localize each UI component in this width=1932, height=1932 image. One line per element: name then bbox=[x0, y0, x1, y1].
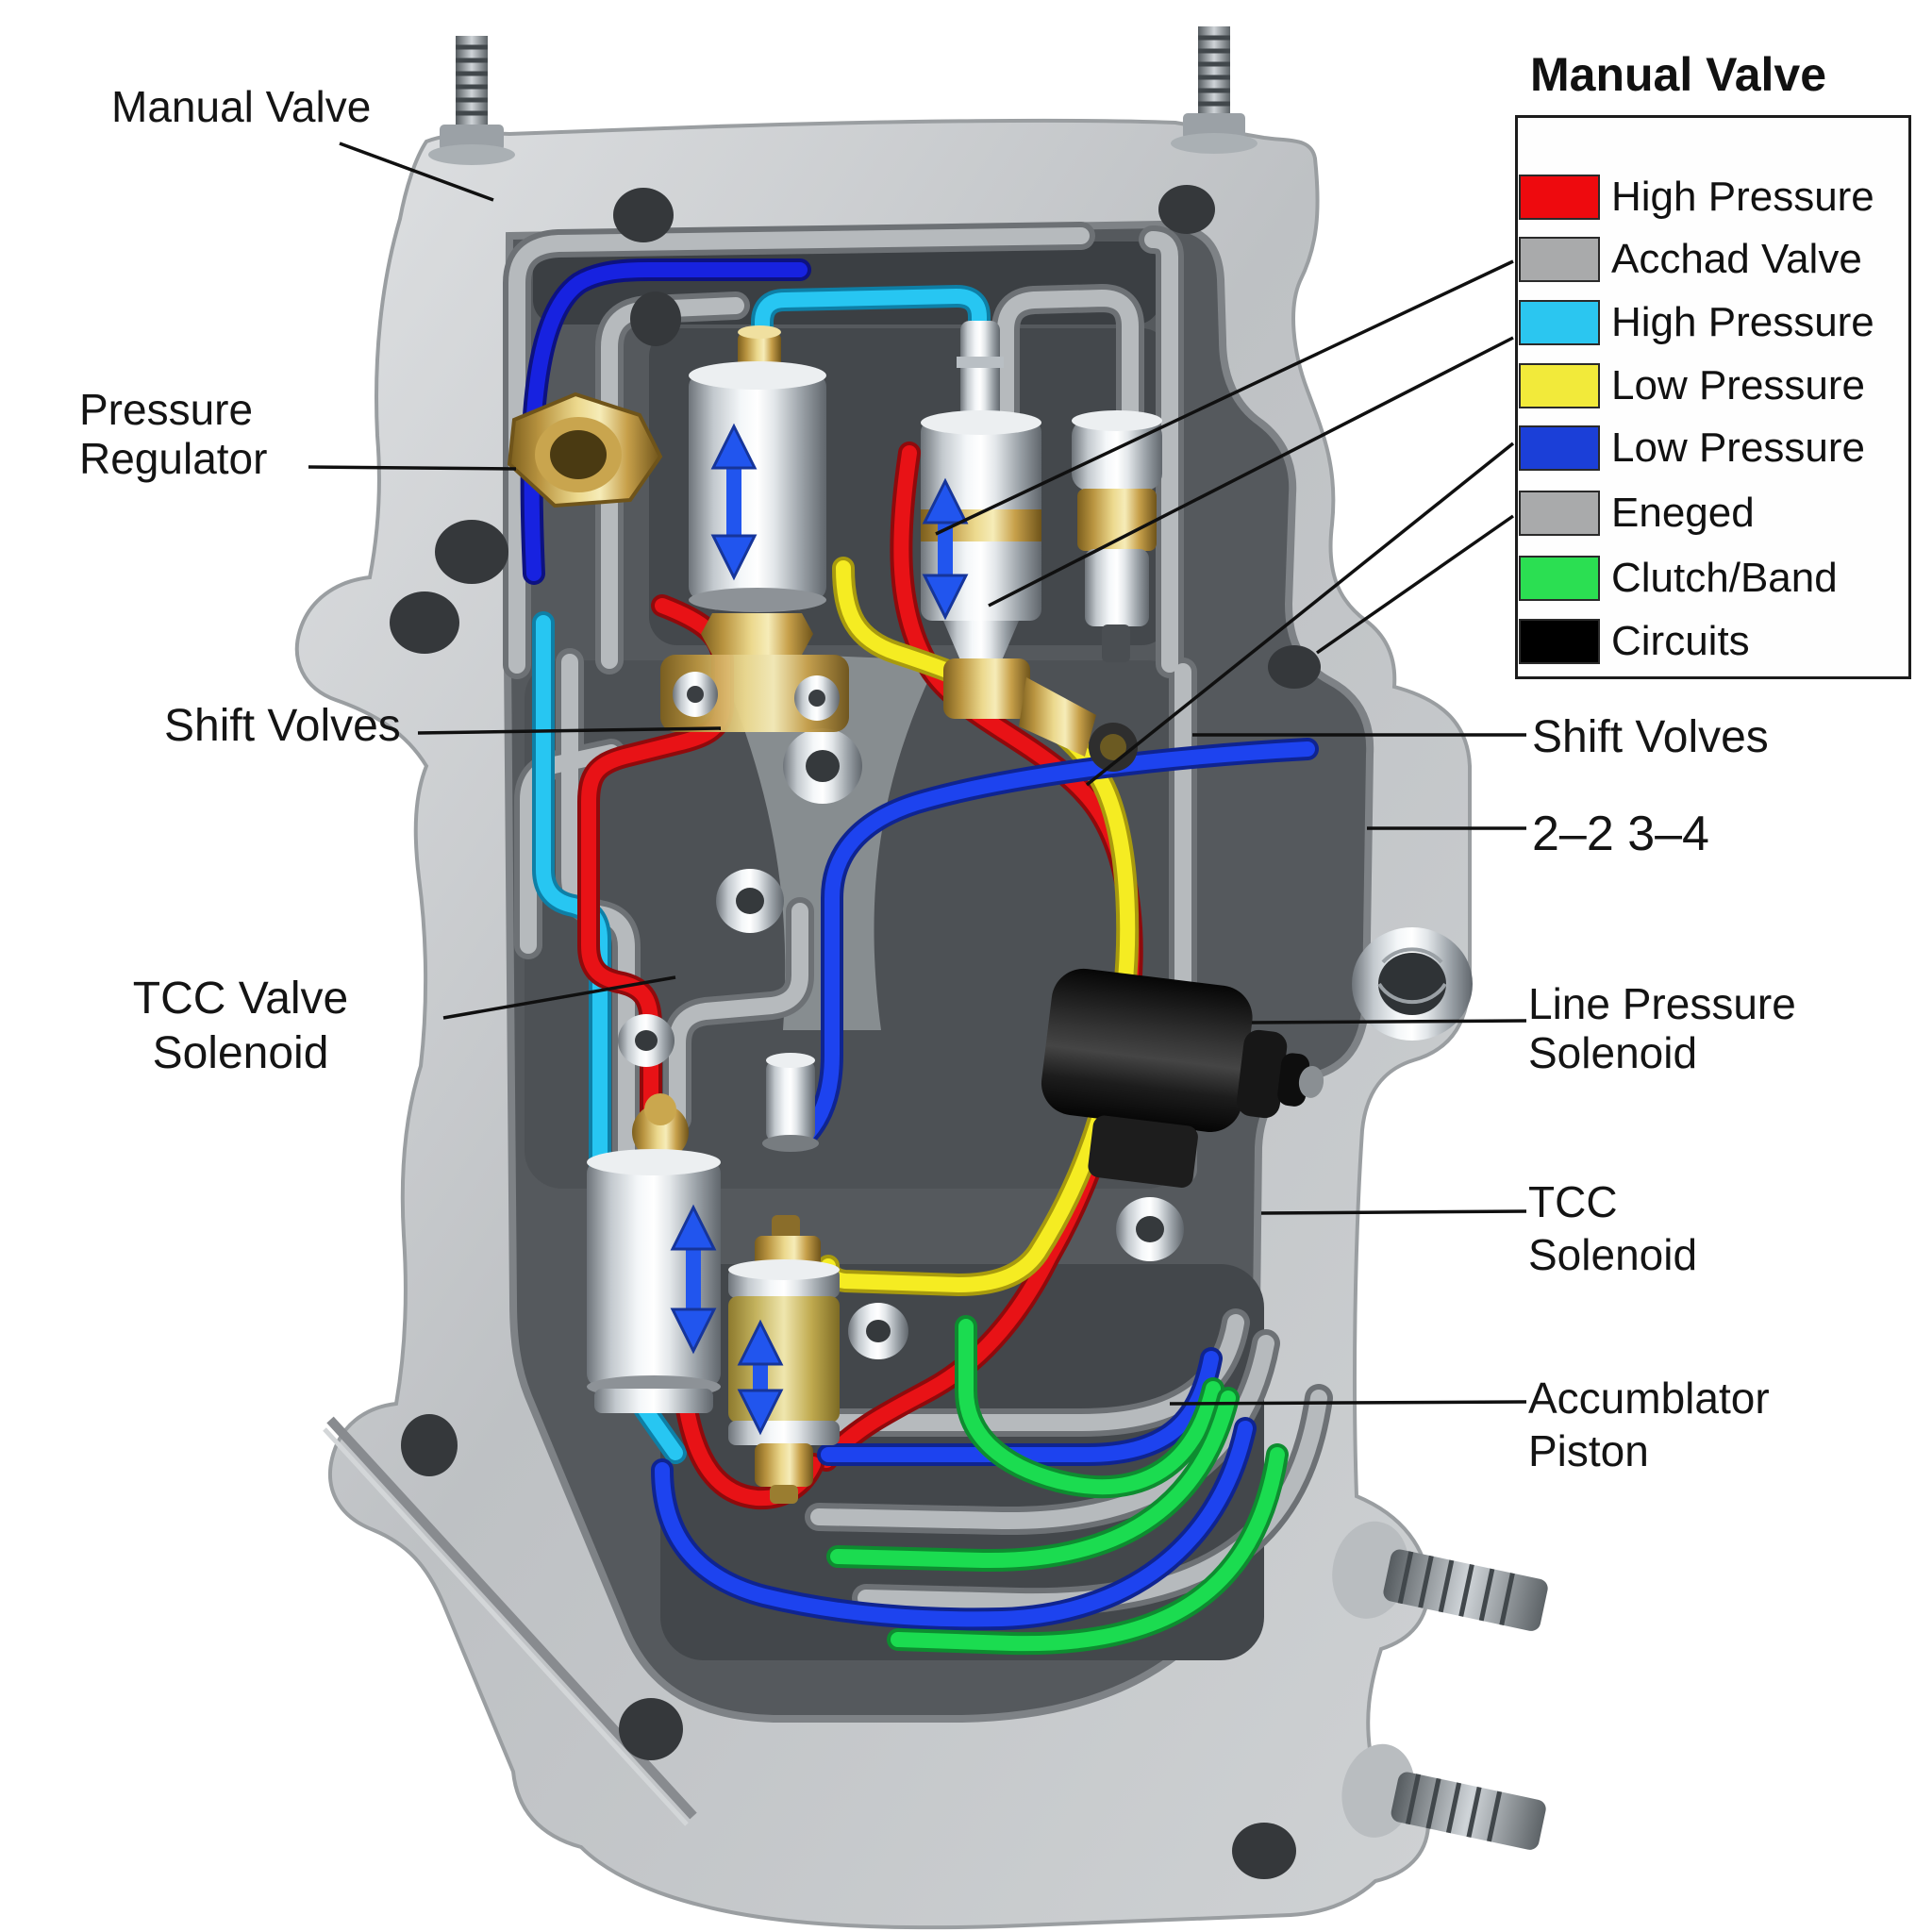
label-shift-valves-left: Shift Volves bbox=[164, 701, 401, 751]
flow-arrow-icon bbox=[710, 423, 758, 581]
pressure-regulator-fitting bbox=[507, 391, 663, 508]
label-manual-valve: Manual Valve bbox=[111, 82, 372, 131]
flow-arrow-icon bbox=[737, 1319, 784, 1436]
mounting-studs bbox=[428, 26, 1548, 1850]
bolt-boss-rings bbox=[618, 728, 1184, 1359]
label-line: Solenoid bbox=[152, 1028, 329, 1078]
bolt-holes bbox=[390, 185, 1473, 1879]
legend-item: High Pressure bbox=[1519, 299, 1874, 345]
label-line: Line Pressure bbox=[1528, 979, 1796, 1028]
label-line: TCC bbox=[1528, 1177, 1618, 1226]
legend-label: Low Pressure bbox=[1611, 362, 1866, 408]
line-yellow bbox=[817, 557, 1140, 1296]
legend-swatch-gray bbox=[1519, 237, 1600, 282]
stud-right-upper bbox=[1332, 1521, 1548, 1631]
legend-label: High Pressure bbox=[1611, 299, 1874, 345]
label-line: Accumblator bbox=[1528, 1374, 1770, 1423]
flow-arrow-icon bbox=[922, 477, 969, 621]
legend-swatch-yellow bbox=[1519, 363, 1600, 408]
label-pressure-regulator: Pressure Regulator bbox=[79, 385, 267, 483]
legend-swatch-gray2 bbox=[1519, 491, 1600, 536]
center-check-valve bbox=[762, 1053, 819, 1152]
legend-item: Eneged bbox=[1519, 490, 1755, 536]
flow-direction-arrows bbox=[670, 423, 969, 1436]
legend-swatch-black bbox=[1519, 619, 1600, 664]
legend-swatch-red bbox=[1519, 175, 1600, 220]
label-gear-range: 2–2 3–4 bbox=[1532, 807, 1709, 861]
stud-top-right bbox=[1171, 26, 1257, 154]
label-accumulator-piston: Accumblator Piston bbox=[1528, 1372, 1770, 1477]
label-line-pressure-solenoid: Line Pressure Solenoid bbox=[1528, 979, 1796, 1077]
label-tcc-solenoid: TCC Solenoid bbox=[1528, 1175, 1697, 1281]
legend-label: High Pressure bbox=[1611, 174, 1874, 220]
label-shift-valves-right: Shift Volves bbox=[1532, 712, 1769, 762]
label-line: Solenoid bbox=[1528, 1230, 1698, 1279]
line-pressure-solenoid bbox=[1041, 968, 1324, 1188]
valve-body-casting bbox=[294, 118, 1472, 1930]
legend-label: Low Pressure bbox=[1611, 425, 1866, 471]
legend: High Pressure Acchad Valve High Pressure… bbox=[1515, 115, 1911, 679]
line-green bbox=[826, 1315, 1289, 1656]
legend-item: Low Pressure bbox=[1519, 362, 1866, 408]
legend-item: High Pressure bbox=[1519, 174, 1874, 220]
legend-swatch-blue bbox=[1519, 425, 1600, 471]
label-tcc-valve-solenoid: TCC Valve Solenoid bbox=[83, 972, 398, 1081]
threaded-boss bbox=[1352, 927, 1473, 1041]
legend-title: Manual Valve bbox=[1530, 48, 1827, 101]
legend-swatch-cyan bbox=[1519, 300, 1600, 345]
legend-item: Acchad Valve bbox=[1519, 236, 1862, 282]
leader-lines bbox=[308, 142, 1527, 1406]
stud-top-left bbox=[428, 36, 515, 165]
accumulator-valve bbox=[1072, 410, 1162, 662]
line-cyan bbox=[532, 285, 991, 1464]
legend-label: Clutch/Band bbox=[1611, 555, 1838, 601]
label-line: Pressure bbox=[79, 385, 254, 434]
flow-arrow-icon bbox=[670, 1204, 717, 1355]
legend-label: Circuits bbox=[1611, 618, 1750, 664]
stud-right-lower bbox=[1341, 1743, 1546, 1850]
legend-swatch-green bbox=[1519, 556, 1600, 601]
label-line: Piston bbox=[1528, 1426, 1649, 1475]
label-line: Solenoid bbox=[1528, 1028, 1698, 1077]
label-line: TCC Valve bbox=[132, 974, 349, 1024]
label-line: Regulator bbox=[79, 434, 268, 483]
legend-item: Clutch/Band bbox=[1519, 555, 1838, 601]
legend-label: Acchad Valve bbox=[1611, 236, 1862, 282]
legend-label: Eneged bbox=[1611, 490, 1755, 536]
legend-item: Circuits bbox=[1519, 618, 1750, 664]
legend-item: Low Pressure bbox=[1519, 425, 1865, 471]
